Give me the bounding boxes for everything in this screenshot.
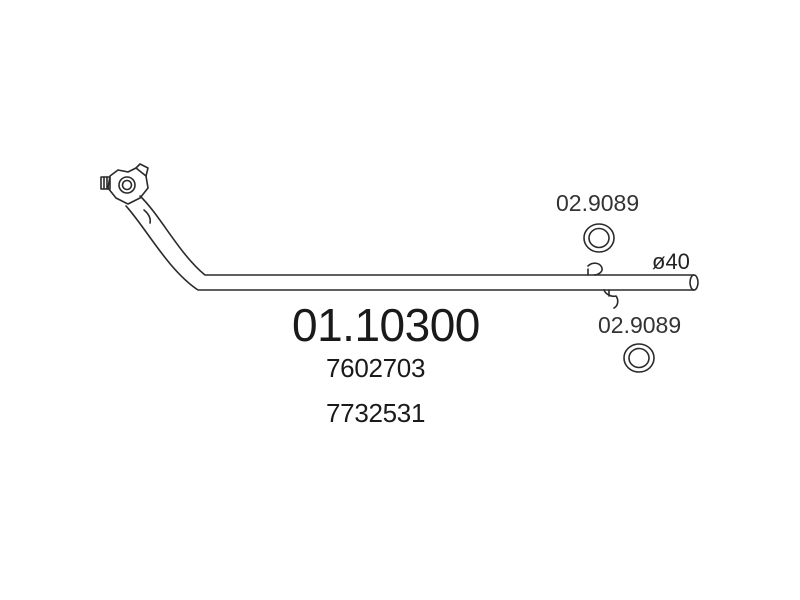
clamp-code-bottom: 02.9089 bbox=[598, 312, 682, 338]
part-number-label: 01.10300 bbox=[292, 299, 480, 351]
clamp-ring-top bbox=[583, 223, 615, 253]
oe-reference-1: 7602703 bbox=[326, 353, 426, 383]
oe-reference-2: 7732531 bbox=[326, 398, 426, 428]
pipe-clamp-mount bbox=[587, 262, 619, 309]
clamp-code-top: 02.9089 bbox=[556, 190, 640, 216]
pipe-diameter-label: ø40 bbox=[652, 249, 690, 274]
inlet-flange bbox=[100, 163, 149, 205]
clamp-ring-bottom bbox=[623, 343, 655, 373]
exhaust-front-pipe bbox=[125, 195, 699, 291]
